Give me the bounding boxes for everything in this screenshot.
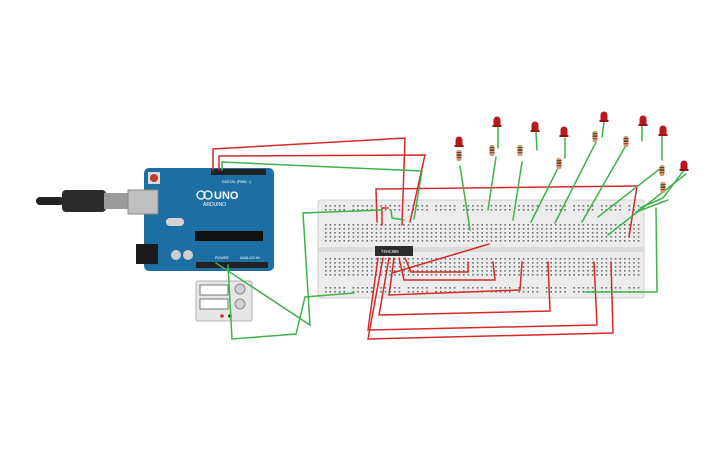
led-3[interactable]	[530, 121, 540, 133]
atmega-chip	[195, 231, 263, 241]
power-supply[interactable]	[195, 280, 253, 322]
arduino-uno-board[interactable]: UNO ARDUINO DIGITAL (PWM ~) POWER ANALOG…	[127, 168, 274, 271]
led-8[interactable]	[679, 160, 689, 172]
resistor-5[interactable]	[592, 131, 598, 142]
resistor-1[interactable]	[456, 150, 462, 161]
red-wires	[212, 137, 638, 340]
led-6[interactable]	[638, 115, 648, 127]
digital-pins-label: DIGITAL (PWM ~)	[222, 180, 251, 184]
resistor-6[interactable]	[623, 136, 629, 147]
resistor-8[interactable]	[660, 182, 666, 193]
arduino-infinity-icon	[196, 190, 206, 200]
resistor-2[interactable]	[489, 145, 495, 156]
resistor-4[interactable]	[556, 158, 562, 169]
chip-label: 74HC595	[381, 249, 399, 254]
power-label: POWER	[215, 256, 229, 260]
digital-header	[211, 169, 266, 175]
analog-label: ANALOG IN	[240, 256, 260, 260]
reset-button[interactable]	[150, 174, 158, 182]
led-1[interactable]	[454, 136, 464, 148]
led-7[interactable]	[658, 125, 668, 137]
led-2[interactable]	[492, 116, 502, 127]
breadboard[interactable]	[317, 199, 645, 299]
led-4[interactable]	[559, 126, 569, 137]
usb-cable	[36, 190, 130, 212]
green-wires	[215, 121, 687, 340]
arduino-brand-text: ARDUINO	[203, 202, 226, 208]
led-5[interactable]	[599, 111, 609, 123]
led-group	[454, 111, 689, 172]
resistor-group	[456, 131, 666, 193]
resistor-7[interactable]	[659, 165, 665, 176]
resistor-3[interactable]	[517, 145, 523, 156]
shift-register-chip[interactable]: 74HC595	[375, 246, 413, 256]
power-analog-header	[196, 262, 268, 268]
uno-logo-text: UNO	[214, 190, 239, 202]
